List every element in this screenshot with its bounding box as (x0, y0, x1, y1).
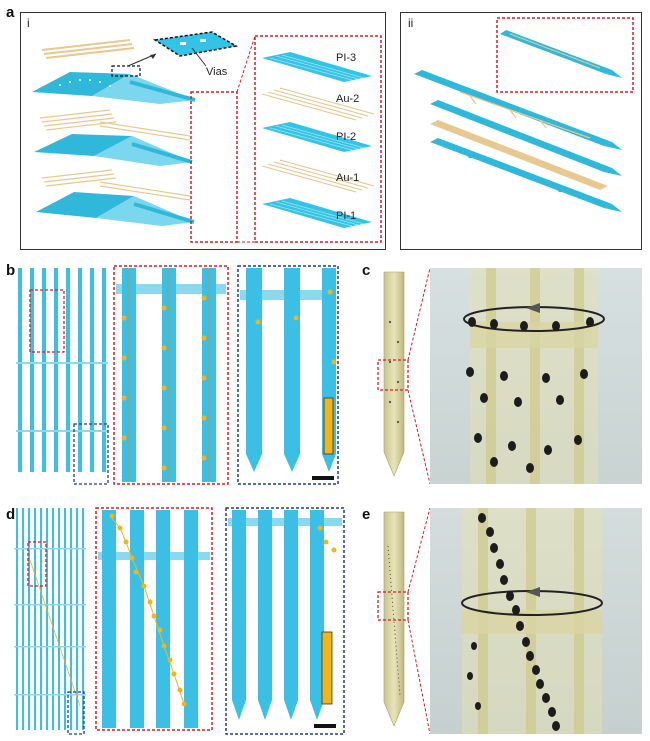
zoom-strip-au-2 (261, 87, 375, 121)
scale-bar-b (312, 476, 334, 480)
zoom-strip-pi-2 (262, 122, 372, 152)
panel-label-d: d (6, 506, 16, 523)
gold-trace-layer-top (41, 39, 135, 59)
implant-overview-e (383, 511, 405, 727)
layer-label-pi-3: PI-3 (336, 52, 357, 64)
gold-trace-layer-2 (39, 109, 191, 141)
panel-d-array (14, 507, 345, 735)
panel-a-ii-frame (400, 12, 642, 250)
panel-e-render (372, 507, 642, 735)
zoom-strip-au-1 (261, 159, 375, 193)
zoom-panel-a-ii (496, 17, 634, 93)
layer-label-pi-1: PI-1 (336, 210, 357, 222)
shank-array-overview (16, 268, 108, 472)
zoom-strip-pi-1 (262, 198, 372, 228)
implant-overview-c (383, 271, 405, 477)
zoom-box-a-i (190, 91, 238, 243)
panel-label-c: c (362, 262, 371, 279)
panel-a-i-label: i (27, 16, 30, 30)
exploded-layer-stack (32, 17, 634, 243)
zoom-strip-pi-3 (262, 52, 372, 82)
panel-label-a: a (6, 4, 15, 21)
polyimide-pad-layer-1 (36, 192, 195, 226)
panel-a-ii-shanks (414, 70, 622, 212)
panel-a-i-frame (20, 12, 386, 250)
panel-label-e: e (362, 506, 371, 523)
zoom-shank-a-ii (500, 30, 622, 78)
panel-label-b: b (6, 262, 16, 279)
shank-array-overview-d (16, 508, 84, 730)
vias-label: Vias (206, 66, 228, 78)
layer-label-au-2: Au-2 (336, 93, 360, 105)
panel-a-ii-label: ii (408, 16, 414, 30)
panel-b-array (16, 265, 339, 485)
gold-trace-layer-1 (41, 169, 191, 201)
layer-label-au-1: Au-1 (336, 172, 360, 184)
panel-c-render (372, 266, 642, 486)
vias-magnified-piece (111, 31, 239, 77)
layer-label-pi-2: PI-2 (336, 131, 357, 143)
polyimide-pad-layer-3 (32, 72, 196, 104)
polyimide-pad-layer-2 (34, 134, 193, 166)
scale-bar-d (314, 724, 336, 728)
